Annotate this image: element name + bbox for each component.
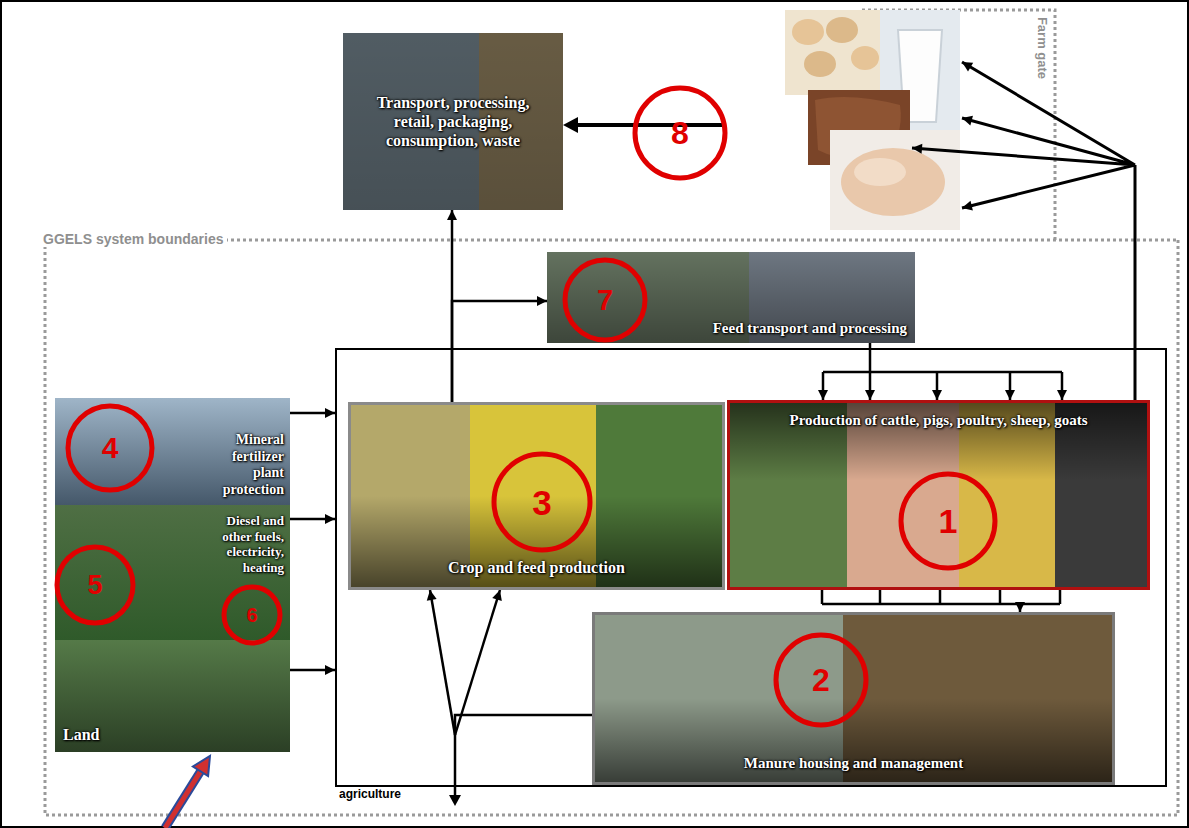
- node-label: Diesel and other fuels, electricity, hea…: [195, 513, 284, 575]
- callout-number: 4: [102, 431, 119, 464]
- flow-arrow: [290, 665, 335, 675]
- arrowhead: [1015, 602, 1025, 612]
- arrowhead: [427, 590, 437, 601]
- connector-line: [879, 590, 882, 604]
- label-holder: GGELS system boundaries: [40, 230, 227, 248]
- node-label: Crop and feed production: [448, 558, 625, 577]
- flow-arrow: [290, 408, 335, 418]
- product-arrowheads: [912, 62, 973, 210]
- arrowhead: [325, 514, 335, 524]
- system-boundary: [45, 240, 1178, 815]
- transport-box: Transport, processing, retail, packaging…: [343, 33, 563, 210]
- products-to-transport-arrow: [563, 117, 725, 133]
- products-illustration: [785, 10, 960, 230]
- manure-out-arrow: [449, 735, 461, 806]
- node-label: Feed transport and processing: [713, 319, 907, 337]
- land-box: Land: [55, 640, 290, 752]
- arrowhead: [1057, 390, 1067, 400]
- node-label: Transport, processing, retail, packaging…: [358, 93, 548, 151]
- arrowhead: [447, 210, 457, 220]
- callout-number: 1: [939, 502, 958, 540]
- callout-circle: [635, 88, 725, 178]
- flow-arrow: [818, 343, 1067, 400]
- node-label: Manure housing and management: [744, 754, 963, 772]
- callout-circle: [901, 474, 995, 568]
- agriculture-box: agricultureCrop and feed productionProdu…: [335, 348, 1167, 787]
- fertilizer-box: Mineral fertilizer plant protection: [55, 398, 290, 505]
- manure-box: Manure housing and management: [592, 612, 1115, 785]
- callout-number: 5: [87, 570, 102, 600]
- connector-line: [455, 715, 592, 735]
- callout-number: 8: [671, 115, 689, 151]
- label-holder: 8: [671, 117, 689, 149]
- node-label: Production of cattle, pigs, poultry, she…: [789, 411, 1087, 429]
- flow-arrow: [427, 590, 592, 735]
- label-holder: Farm gate: [1034, 15, 1052, 81]
- callout-circle: [68, 406, 152, 490]
- label-holder: 2: [812, 664, 830, 696]
- callout-number: 7: [597, 284, 613, 316]
- connector-line: [821, 590, 824, 604]
- arrowhead: [818, 390, 828, 400]
- label-holder: 1: [939, 504, 958, 538]
- arrowhead: [325, 665, 335, 675]
- callout-circle: [224, 587, 280, 643]
- label-holder: 7: [597, 286, 613, 315]
- connector-line: [430, 590, 455, 735]
- boundary-label: Farm gate: [1035, 15, 1050, 81]
- label-holder: 3: [532, 485, 551, 520]
- node-label: Land: [63, 725, 99, 744]
- connector-line: [999, 590, 1002, 604]
- connector-line: [939, 590, 942, 604]
- arrowhead: [492, 590, 502, 601]
- callout-circle: [776, 635, 866, 725]
- label-holder: 6: [246, 605, 257, 626]
- connector-line: [1059, 590, 1062, 604]
- label-holder: 4: [102, 433, 119, 463]
- boundary-label: GGELS system boundaries: [40, 231, 227, 247]
- arrowhead: [325, 408, 335, 418]
- connector-line: [452, 301, 547, 402]
- callout-number: 6: [246, 604, 257, 626]
- arrowhead: [537, 296, 547, 306]
- callout-number: 3: [532, 483, 551, 522]
- arrowhead: [1005, 390, 1015, 400]
- callout-circle: [494, 454, 590, 550]
- connector-line: [823, 371, 1062, 374]
- label-holder: 5: [87, 572, 102, 599]
- arrowhead: [865, 390, 875, 400]
- node-label: agriculture: [339, 787, 401, 801]
- callout-circle: [565, 260, 645, 340]
- livestock-box: Production of cattle, pigs, poultry, she…: [727, 400, 1150, 590]
- node-label: Mineral fertilizer plant protection: [213, 432, 284, 499]
- callout-number: 2: [812, 662, 830, 698]
- arrowhead: [932, 390, 942, 400]
- flow-arrow: [290, 514, 335, 524]
- callout-circle: [57, 547, 133, 623]
- pointer-arrow: [165, 756, 210, 828]
- flow-arrow: [822, 590, 1060, 612]
- connector-line: [455, 590, 500, 735]
